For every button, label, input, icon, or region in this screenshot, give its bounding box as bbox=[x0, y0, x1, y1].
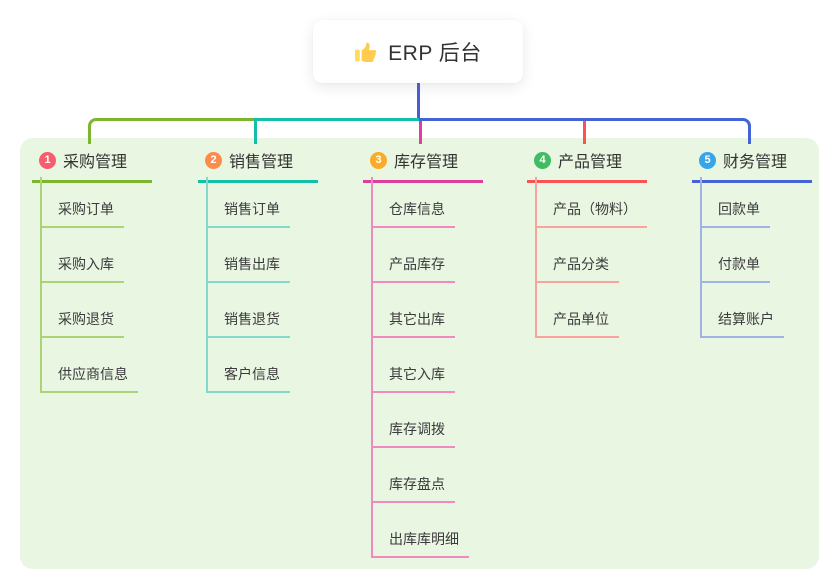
branch-vline bbox=[700, 177, 702, 338]
branch-child-item[interactable]: 供应商信息 bbox=[40, 365, 138, 393]
branch-badge: 3 bbox=[370, 151, 387, 169]
branch-child-item[interactable]: 回款单 bbox=[700, 200, 770, 228]
branch-vline bbox=[206, 177, 208, 393]
branch-child-item[interactable]: 其它出库 bbox=[371, 310, 455, 338]
branch-child-item[interactable]: 采购入库 bbox=[40, 255, 124, 283]
branch-child-item[interactable]: 产品分类 bbox=[535, 255, 619, 283]
branch-title: 财务管理 bbox=[723, 154, 788, 171]
branch-vline bbox=[535, 177, 537, 338]
branch-child-item[interactable]: 客户信息 bbox=[206, 365, 290, 393]
branch-child-item[interactable]: 销售订单 bbox=[206, 200, 290, 228]
branch-child-item[interactable]: 产品库存 bbox=[371, 255, 455, 283]
connector-drop-3 bbox=[419, 121, 422, 144]
branch-header-2[interactable]: 2 销售管理 bbox=[198, 146, 318, 183]
branch-child-item[interactable]: 销售出库 bbox=[206, 255, 290, 283]
branch-child-item[interactable]: 采购退货 bbox=[40, 310, 124, 338]
branch-badge: 5 bbox=[699, 151, 716, 169]
branch-title: 库存管理 bbox=[394, 154, 459, 171]
branch-child-item[interactable]: 产品单位 bbox=[535, 310, 619, 338]
branch-child-item[interactable]: 仓库信息 bbox=[371, 200, 455, 228]
connector-top-segment-3 bbox=[419, 118, 751, 144]
branch-vline bbox=[40, 177, 42, 393]
branch-title: 采购管理 bbox=[63, 154, 128, 171]
connector-top-segment-2 bbox=[254, 118, 419, 144]
branch-child-item[interactable]: 库存调拨 bbox=[371, 420, 455, 448]
branch-header-4[interactable]: 4 产品管理 bbox=[527, 146, 647, 183]
branch-header-3[interactable]: 3 库存管理 bbox=[363, 146, 483, 183]
connector-top-segment-1 bbox=[88, 118, 254, 144]
connector-root-line bbox=[417, 83, 420, 118]
branch-badge: 1 bbox=[39, 151, 56, 169]
connector-drop-4 bbox=[583, 121, 586, 144]
branch-child-item[interactable]: 库存盘点 bbox=[371, 475, 455, 503]
branch-header-5[interactable]: 5 财务管理 bbox=[692, 146, 812, 183]
branch-title: 产品管理 bbox=[558, 154, 623, 171]
branches-panel bbox=[20, 138, 819, 569]
branch-badge: 4 bbox=[534, 151, 551, 169]
root-title: ERP 后台 bbox=[388, 41, 482, 65]
branch-child-item[interactable]: 结算账户 bbox=[700, 310, 784, 338]
branch-badge: 2 bbox=[205, 151, 222, 169]
root-node[interactable]: ERP 后台 bbox=[313, 20, 523, 83]
branch-child-item[interactable]: 出库库明细 bbox=[371, 530, 469, 558]
branch-title: 销售管理 bbox=[229, 154, 294, 171]
branch-child-item[interactable]: 付款单 bbox=[700, 255, 770, 283]
branch-child-item[interactable]: 销售退货 bbox=[206, 310, 290, 338]
branch-child-item[interactable]: 产品（物料） bbox=[535, 200, 647, 228]
branch-vline bbox=[371, 177, 373, 558]
branch-header-1[interactable]: 1 采购管理 bbox=[32, 146, 152, 183]
branch-child-item[interactable]: 采购订单 bbox=[40, 200, 124, 228]
branch-child-item[interactable]: 其它入库 bbox=[371, 365, 455, 393]
thumbs-up-icon bbox=[354, 40, 378, 64]
